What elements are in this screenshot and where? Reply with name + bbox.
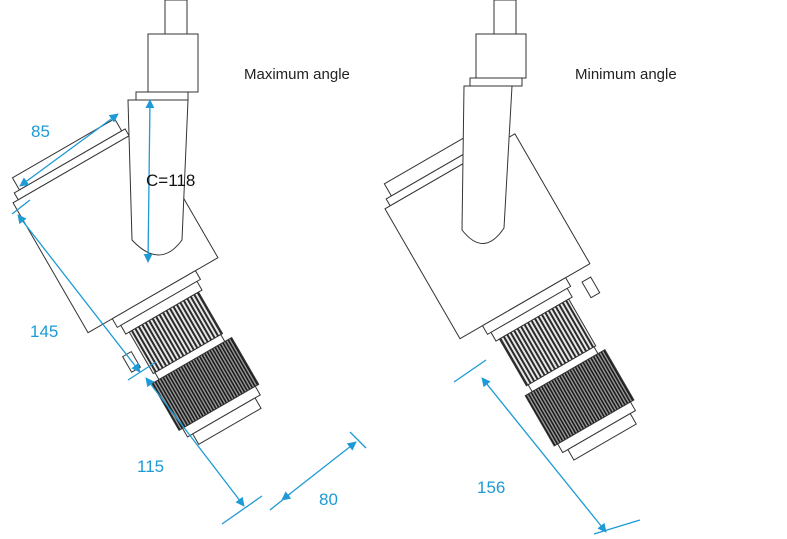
left-dimensions (11, 99, 367, 525)
min-angle-label: Minimum angle (575, 66, 677, 83)
max-angle-label: Maximum angle (244, 66, 350, 83)
left-rod (127, 0, 199, 256)
clamp-label: C=118 (146, 171, 196, 190)
dimension-85: 85 (31, 122, 50, 141)
right-rod (461, 0, 527, 244)
dimension-115: 115 (137, 457, 165, 476)
right-dimensions (453, 359, 641, 535)
dimension-80: 80 (319, 490, 338, 509)
dimension-156: 156 (477, 478, 506, 497)
dimension-145: 145 (30, 322, 59, 341)
